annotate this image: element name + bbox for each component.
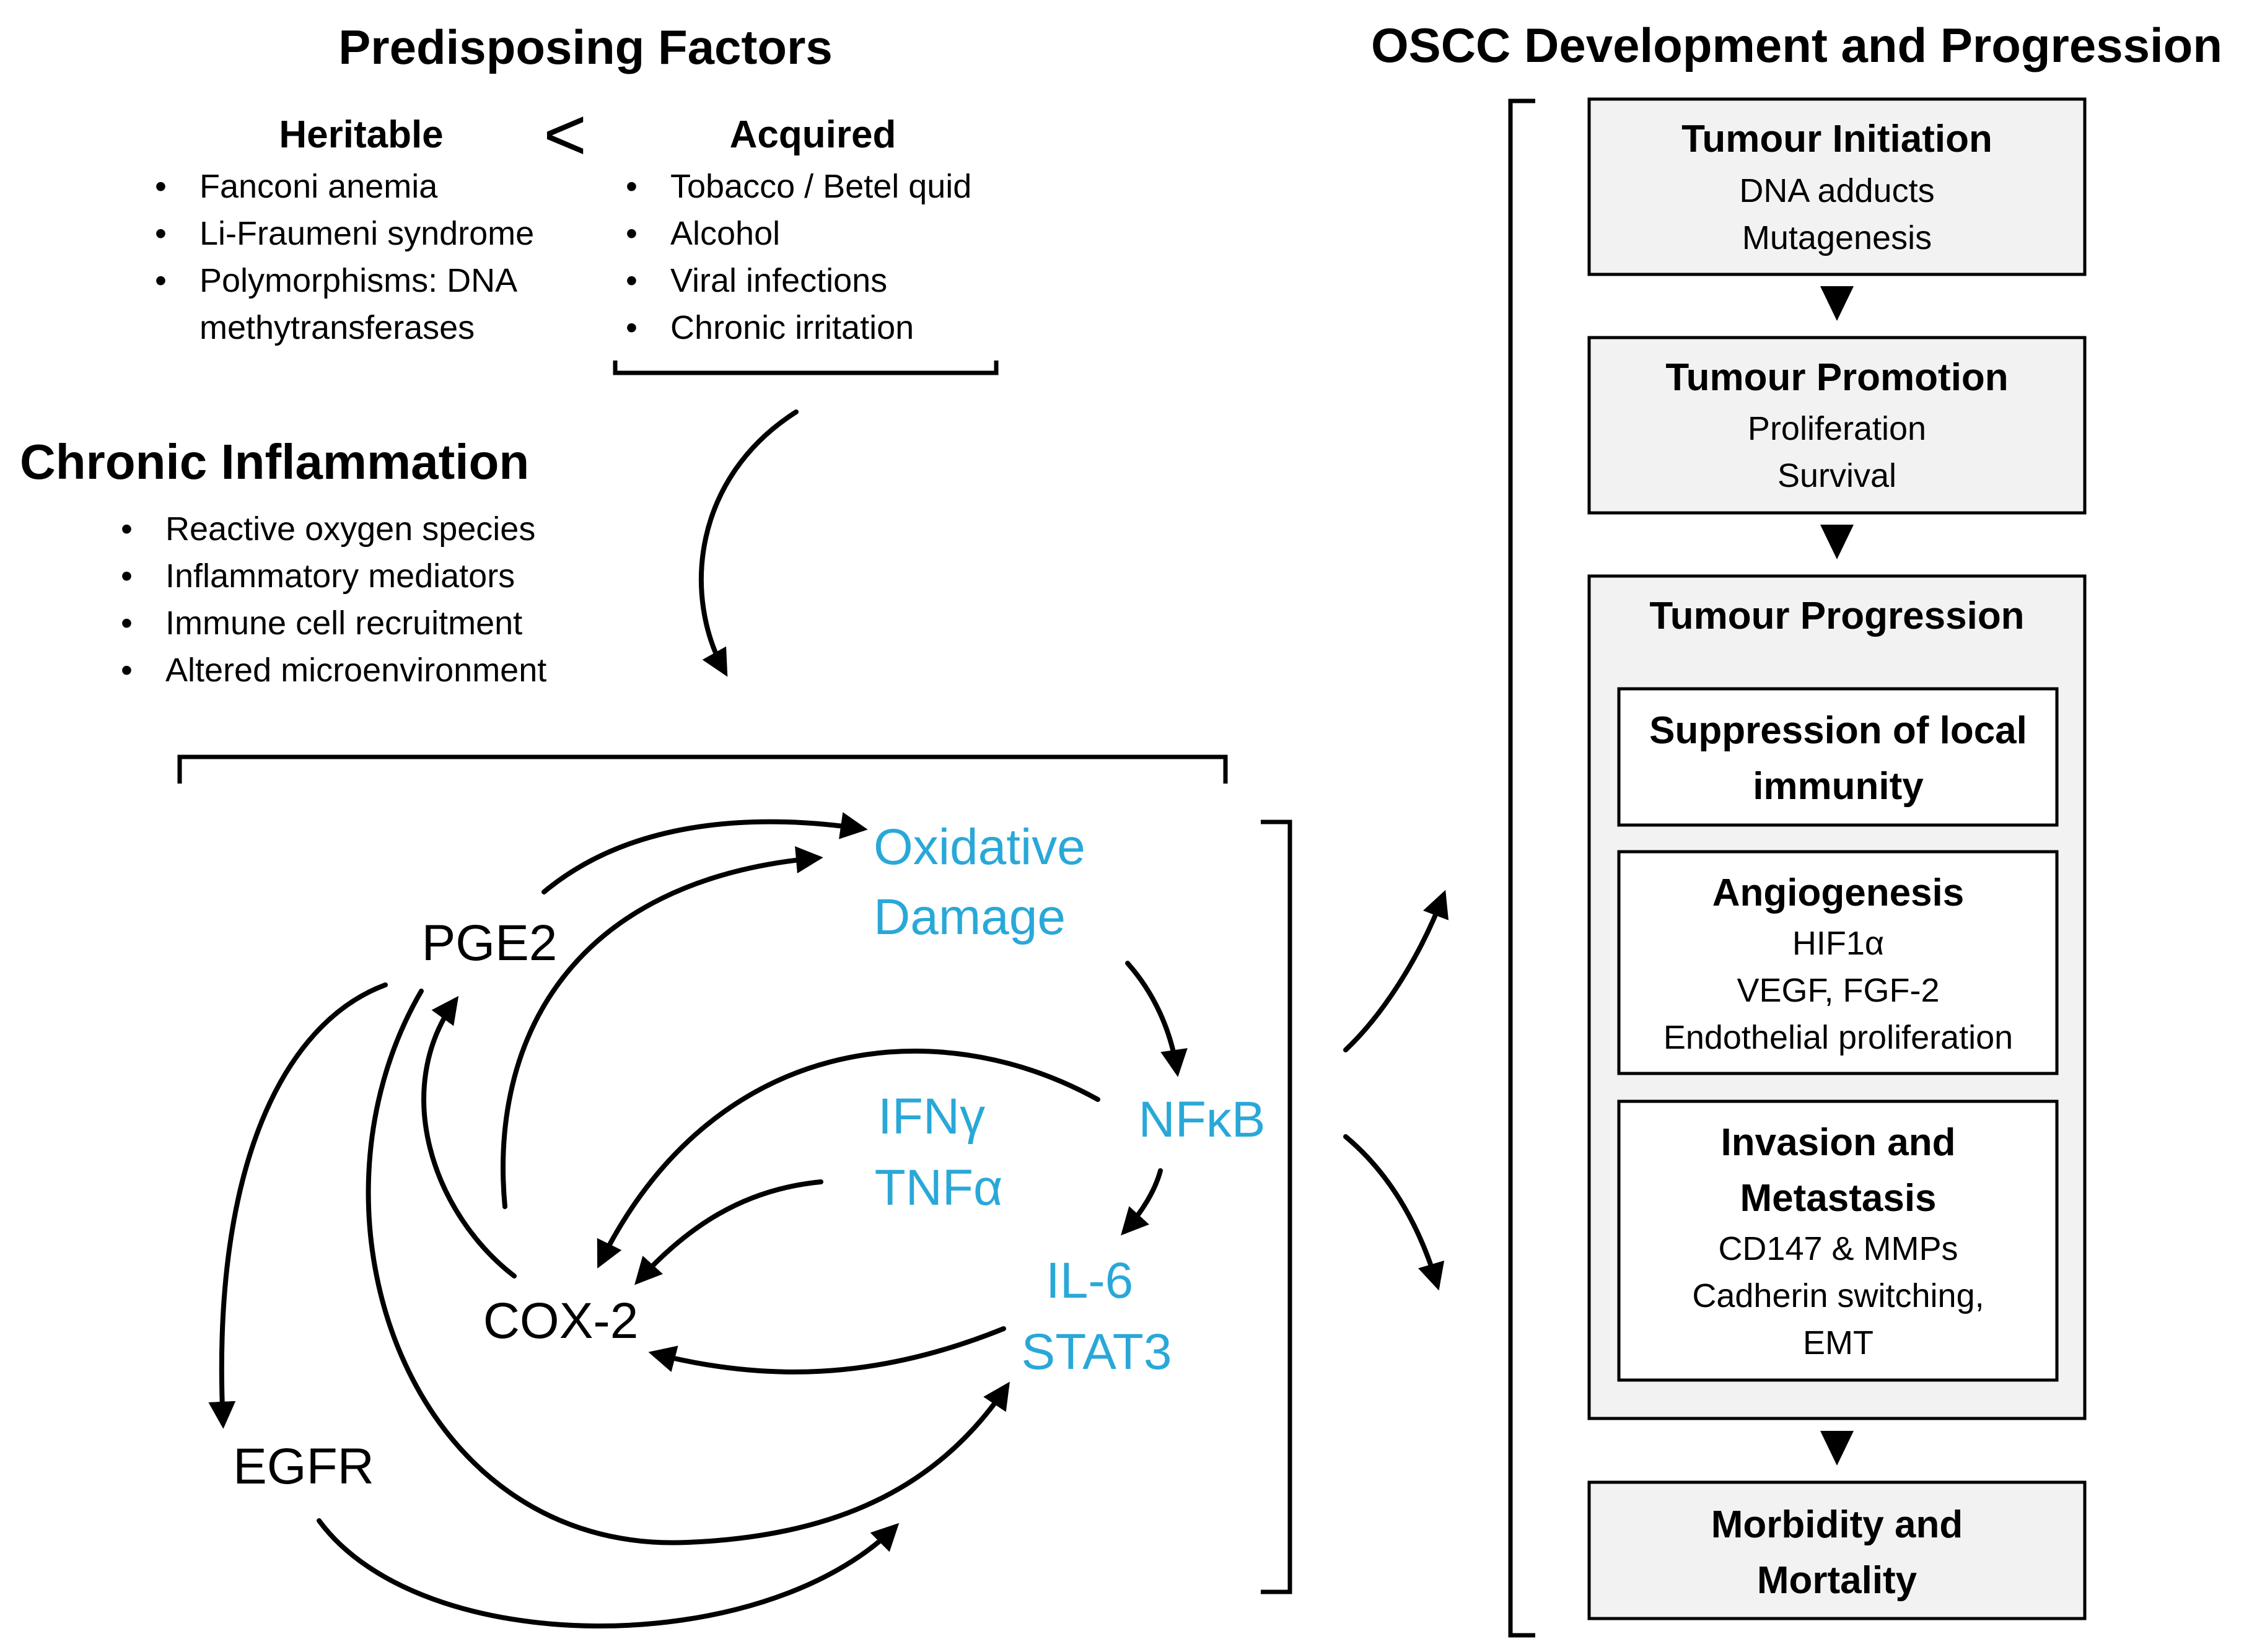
sub-box — [1617, 687, 2059, 827]
arrow-network-down — [1343, 1134, 1445, 1291]
list-bullet: • — [121, 557, 133, 595]
stage-title: Tumour Promotion — [1665, 356, 2008, 399]
stage-box — [1587, 1480, 2087, 1620]
arrow-ifn-to-cox2 — [634, 1179, 823, 1285]
network-top-bracket — [177, 754, 1228, 784]
arrow-cox2-to-oxidative — [501, 846, 823, 1209]
sub-line: Endothelial proliferation — [1663, 1019, 2013, 1056]
sub-line: EMT — [1803, 1324, 1874, 1361]
morbidity-box: Morbidity and Mortality — [1587, 1480, 2087, 1620]
stage-line: Proliferation — [1748, 410, 1926, 447]
list-bullet: • — [626, 215, 638, 252]
invasion-box: Invasion and Metastasis CD147 & MMPs Cad… — [1617, 1099, 2059, 1382]
node-pge2: PGE2 — [422, 915, 558, 971]
list-bullet: • — [121, 510, 133, 548]
sub-title: Invasion and — [1721, 1121, 1956, 1164]
oscc-left-bracket — [1508, 98, 1535, 1638]
arrow-il6-to-cox2 — [648, 1326, 1006, 1374]
inflammation-list: • Reactive oxygen species • Inflammatory… — [121, 510, 546, 689]
list-item: Reactive oxygen species — [165, 510, 535, 548]
node-il6-stat3: IL-6 STAT3 — [1022, 1252, 1172, 1380]
predisposing-title: Predisposing Factors — [338, 20, 833, 74]
arrow-oxidative-to-nfkb — [1125, 961, 1188, 1077]
inflammation-title: Chronic Inflammation — [20, 434, 529, 489]
stage-line: Survival — [1777, 457, 1896, 494]
sub-title: Angiogenesis — [1712, 872, 1965, 914]
tumour-initiation-box: Tumour Initiation DNA adducts Mutagenesi… — [1587, 97, 2087, 276]
sub-line: CD147 & MMPs — [1718, 1230, 1958, 1267]
acquired-heading: Acquired — [730, 113, 896, 156]
arrow-cox2-to-pge2 — [421, 995, 517, 1278]
list-item: Chronic irritation — [670, 309, 914, 346]
network-arrows — [208, 812, 1449, 1628]
list-bullet: • — [155, 215, 167, 252]
stage-line: Mutagenesis — [1742, 219, 1932, 256]
stage-box — [1587, 97, 2087, 276]
list-item: Alcohol — [670, 215, 780, 252]
sub-box — [1617, 850, 2059, 1075]
list-item: Viral infections — [670, 262, 887, 299]
list-bullet: • — [121, 605, 133, 642]
stage-title: Mortality — [1757, 1559, 1917, 1602]
node-nfkb: NFκB — [1139, 1091, 1266, 1148]
sub-line: HIF1α — [1792, 925, 1884, 962]
list-bullet: • — [155, 262, 167, 299]
arrow-network-up — [1343, 889, 1449, 1052]
arrow-egfr-to-il6 — [317, 1518, 900, 1628]
tumour-progression-box: Tumour Progression Suppression of local … — [1587, 574, 2087, 1420]
down-triangle-icon — [1820, 1431, 1854, 1466]
list-item: Fanconi anemia — [199, 168, 438, 205]
list-bullet: • — [626, 168, 638, 205]
list-item: Polymorphisms: DNA — [199, 262, 517, 299]
heritable-heading: Heritable — [279, 113, 443, 156]
list-item: Altered microenvironment — [165, 652, 546, 689]
list-bullet: • — [626, 309, 638, 346]
list-bullet: • — [155, 168, 167, 205]
stage-title: Tumour Initiation — [1681, 118, 1992, 160]
list-bullet: • — [626, 262, 638, 299]
arrow-pge2-to-egfr — [208, 982, 388, 1429]
list-item: Inflammatory mediators — [165, 557, 515, 595]
down-triangle-icon — [1820, 525, 1854, 559]
list-item: methytransferases — [199, 309, 475, 346]
list-item: Immune cell recruitment — [165, 605, 522, 642]
stage-box — [1587, 336, 2087, 515]
list-item: Li-Fraumeni syndrome — [199, 215, 534, 252]
arrow-nfkb-to-il6 — [1121, 1168, 1163, 1236]
network-right-bracket — [1261, 819, 1292, 1594]
node-ifn-tnf: IFNγ TNFα — [875, 1088, 1003, 1216]
sub-title: Suppression of local — [1649, 709, 2027, 752]
arrow-pge2-to-il6 — [366, 989, 1010, 1545]
angiogenesis-box: Angiogenesis HIF1α VEGF, FGF-2 Endotheli… — [1617, 850, 2059, 1075]
sub-line: Cadherin switching, — [1692, 1277, 1984, 1314]
stage-title: Tumour Progression — [1649, 595, 2024, 637]
acquired-list: • Tobacco / Betel quid • Alcohol • Viral… — [626, 168, 971, 346]
node-cox2: COX-2 — [483, 1293, 639, 1349]
oscc-title: OSCC Development and Progression — [1371, 18, 2222, 72]
suppression-box: Suppression of local immunity — [1617, 687, 2059, 827]
acquired-to-inflammation-arrow — [699, 409, 799, 677]
arrow-pge2-to-oxidative — [541, 812, 868, 894]
stage-title: Morbidity and — [1711, 1503, 1963, 1546]
sub-title: immunity — [1753, 765, 1924, 808]
heritable-vs-acquired-comparator: < — [543, 93, 587, 176]
node-egfr: EGFR — [233, 1438, 374, 1495]
acquired-bracket — [613, 361, 999, 375]
list-bullet: • — [121, 652, 133, 689]
sub-box — [1617, 1099, 2059, 1382]
heritable-list: • Fanconi anemia • Li-Fraumeni syndrome … — [155, 168, 534, 346]
stage-line: DNA adducts — [1739, 172, 1934, 209]
sub-title: Metastasis — [1740, 1177, 1936, 1220]
node-oxidative-damage: Oxidative Damage — [874, 819, 1100, 945]
arrow-nfkb-to-cox2 — [597, 1049, 1100, 1269]
tumour-promotion-box: Tumour Promotion Proliferation Survival — [1587, 336, 2087, 515]
list-item: Tobacco / Betel quid — [670, 168, 971, 205]
down-triangle-icon — [1820, 286, 1854, 321]
sub-line: VEGF, FGF-2 — [1737, 972, 1939, 1009]
